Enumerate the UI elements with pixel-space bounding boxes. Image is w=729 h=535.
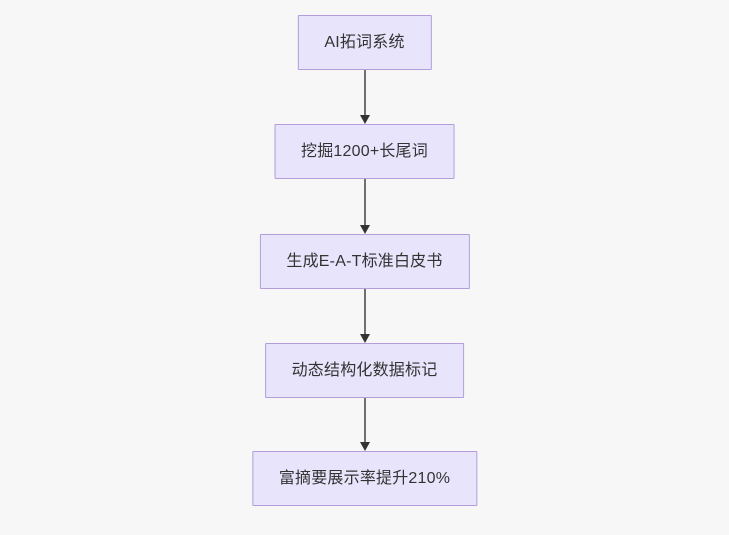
- arrowhead-down-icon: [359, 115, 370, 124]
- flowchart-node-5[interactable]: 富摘要展示率提升210%: [251, 451, 478, 506]
- flowchart-edge-3: [358, 289, 372, 343]
- flowchart-node-3[interactable]: 生成E-A-T标准白皮书: [259, 234, 470, 289]
- arrowhead-down-icon: [359, 334, 370, 343]
- edge-line: [363, 70, 366, 115]
- flowchart-edge-4: [358, 398, 372, 451]
- flowchart-node-1-label: AI拓词系统: [324, 33, 405, 51]
- arrowhead-down-icon: [359, 225, 370, 234]
- edge-line: [363, 398, 366, 442]
- edge-line: [363, 179, 366, 225]
- flowchart-node-4[interactable]: 动态结构化数据标记: [264, 343, 465, 398]
- flowchart-node-1[interactable]: AI拓词系统: [297, 15, 432, 70]
- flowchart-node-4-label: 动态结构化数据标记: [291, 361, 438, 379]
- edge-line: [363, 289, 366, 334]
- flowchart-edge-1: [358, 70, 372, 124]
- flowchart-node-3-label: 生成E-A-T标准白皮书: [286, 252, 443, 270]
- arrowhead-down-icon: [359, 442, 370, 451]
- flowchart-node-5-label: 富摘要展示率提升210%: [278, 469, 451, 487]
- flowchart-node-2[interactable]: 挖掘1200+长尾词: [274, 124, 455, 179]
- flowchart-edge-2: [358, 179, 372, 234]
- flowchart-node-2-label: 挖掘1200+长尾词: [301, 142, 428, 160]
